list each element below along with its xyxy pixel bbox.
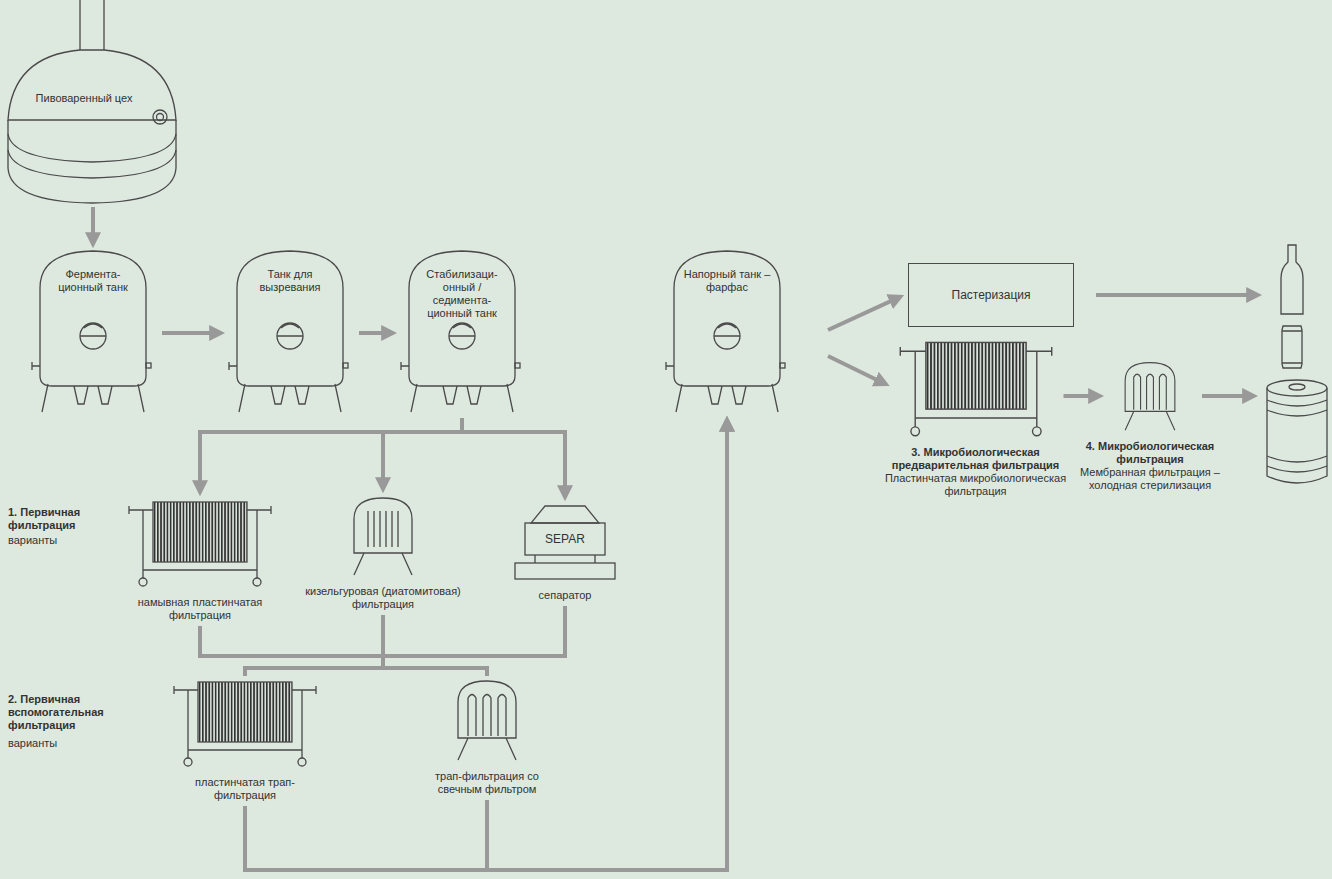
stage-label: 1. Первичная фильтрация [8,506,118,532]
flow-arrow [200,418,462,485]
node-label: Фермента- ционный танк [40,268,146,294]
node-label: Стабилизаци- онный / седимента- ционный … [409,268,515,320]
filter-icon [125,498,275,588]
filter-icon [1110,360,1190,432]
filter-node: кизельгуровая (диатомитовая) фильтрация [293,495,473,611]
flow-arrow [359,331,386,335]
bottle-icon [1281,245,1303,314]
flow-arrow [91,207,95,237]
flow-arrow [828,300,894,330]
tank-node: Фермента- ционный танк [40,248,146,414]
flow-arrow [383,606,565,676]
node-label: Напорный танк – фарфас [674,268,780,294]
filter-icon: SEPAR [515,503,615,581]
filter-icon [170,678,320,768]
brewhouse-node: Пивоваренный цех [4,0,180,205]
filter-node: пластинчатая трап-фильтрация [165,678,325,802]
filter-node: SEPAR сепаратор [505,503,625,602]
node-label: сепаратор [505,589,625,602]
flow-arrow [1064,394,1094,398]
filter-node: намывная пластинчатая фильтрация [125,498,275,622]
containers [1267,245,1327,483]
node-label: 4. Микробиологическая фильтрация [1075,440,1225,466]
can-icon [1282,326,1302,368]
flow-arrow [828,356,880,381]
filter-node: 3. Микробиологическая предварительная фи… [878,338,1073,498]
flow-arrow [162,331,214,335]
node-label: Пластинчатая микробиологическая фильтрац… [878,472,1073,498]
tank-node: Стабилизаци- онный / седимента- ционный … [409,248,515,414]
candle-filter-icon [1110,360,1190,432]
flow-arrow [245,427,727,870]
device-marking: SEPAR [525,523,605,555]
flow-arrow [245,606,565,676]
node-label: Танк для вызревания [237,268,343,294]
filter-icon [452,678,522,762]
filter-node: 4. Микробиологическая фильтрацияМембранн… [1075,360,1225,492]
process-box: Пастеризация [908,263,1074,327]
tank-node: Танк для вызревания [237,248,343,414]
keg-icon [1267,380,1327,483]
filter-node: трап-фильтрация со свечным фильтром [412,678,562,796]
flow-arrow [383,418,462,482]
flow-arrow [1096,293,1251,297]
flow-arrow [1202,394,1247,398]
flow-arrow [487,427,727,870]
stage-label: 2. Первичная вспомогательная фильтрация [8,693,128,732]
flow-arrow [462,418,565,490]
filter-icon [896,338,1056,438]
kieselguhr-filter-icon [348,495,418,577]
node-label: Пивоваренный цех [26,0,142,105]
node-label: Пастеризация [952,289,1031,302]
tank-node: Напорный танк – фарфас [674,248,780,414]
node-label: пластинчатая трап-фильтрация [165,776,325,802]
node-label: кизельгуровая (диатомитовая) фильтрация [293,585,473,611]
plate-filter-icon [125,498,275,588]
candle-filter-icon [452,678,522,762]
stage-label: варианты [8,737,128,750]
stage-label: варианты [8,534,118,547]
node-label: намывная пластинчатая фильтрация [125,596,275,622]
filter-icon [348,495,418,577]
node-label: 3. Микробиологическая предварительная фи… [878,446,1073,472]
node-label: Мембранная фильтрация – холодная стерили… [1075,466,1225,492]
plate-filter-icon [896,338,1056,438]
node-label: трап-фильтрация со свечным фильтром [412,770,562,796]
plate-filter-icon [170,678,320,768]
product-arrows [1096,295,1251,396]
